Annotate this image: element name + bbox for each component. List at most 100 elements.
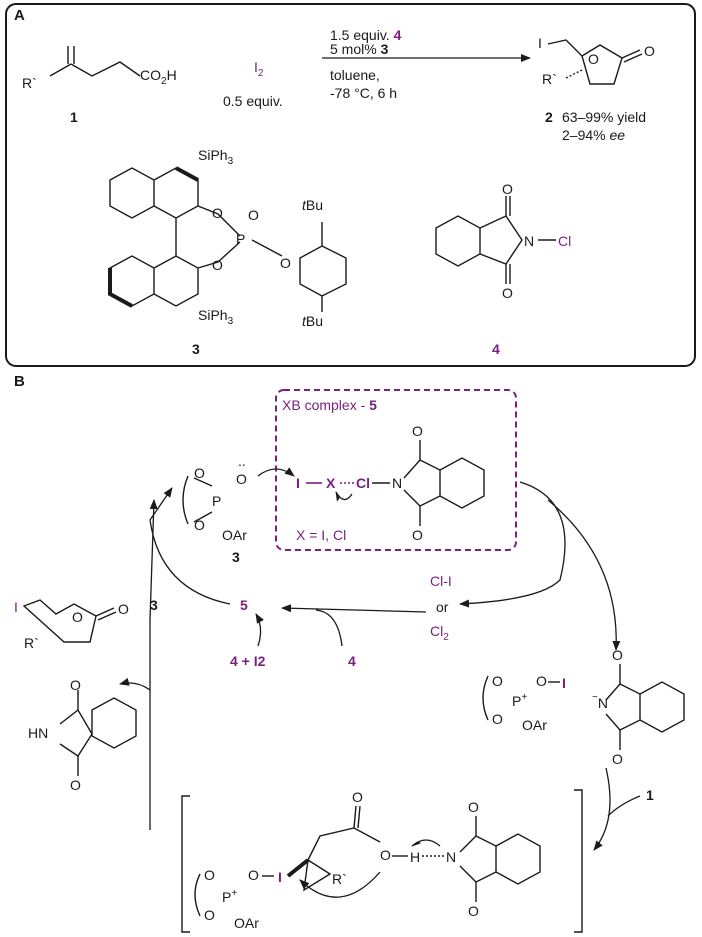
substrate-number: 1 [70, 109, 78, 125]
cat-tbu-bottom: tBu [302, 313, 323, 329]
cycle-cat-number: 3 [232, 549, 240, 565]
substrate-in-label: 1 [646, 787, 654, 803]
substrate-1-structure: R` CO2H 1 [22, 46, 177, 125]
condition-line2: 5 mol% 3 [330, 41, 389, 57]
ion-oxygen-bottom: O [612, 751, 623, 767]
xb-complex-box [275, 389, 517, 551]
phth-nh: HN [28, 725, 48, 741]
phos-p: P [212, 493, 221, 509]
phth-oxygen-top: O [70, 677, 81, 693]
chain-x: X [326, 475, 336, 491]
product-ee: 2–94% ee [562, 127, 625, 143]
cat-si-top: SiPh3 [198, 147, 234, 167]
tc-hydrogen: H [410, 849, 420, 865]
panel-a-label: A [14, 7, 25, 24]
cycle-product-ring-o: O [72, 609, 83, 625]
arrow-release-product [119, 677, 151, 691]
ion-o3: O [536, 673, 547, 689]
cat-ether-oxygen: O [280, 255, 291, 271]
condition-temp-time: -78 °C, 6 h [330, 85, 397, 101]
phos-o-top: O [236, 471, 247, 487]
product-2-structure: I O O R` 2 63–99% yield 2–94% ee [538, 35, 655, 143]
tc-p: P+ [222, 888, 237, 905]
ion-iodine: I [562, 675, 566, 691]
arrow-substrate-in [607, 795, 641, 817]
cycle-product-r: R` [24, 635, 39, 651]
cycle-reagents-label: 4 + I2 [230, 653, 266, 669]
tc-hydroxyl-o: O [380, 847, 391, 863]
arrow-to-iodophosphate [547, 499, 621, 651]
arrow-to-complex [593, 767, 611, 851]
arrow-regenerate-3 [149, 499, 158, 830]
iodophosphate-ion-pair: O O P+ O I OAr −N O O [482, 647, 685, 767]
arrow-from-4-i2 [255, 613, 264, 647]
cat-phosphorus: P [236, 231, 245, 247]
tc-nitrogen: N [446, 849, 456, 865]
product-r-group: R` [542, 71, 557, 87]
tc-iodine: I [278, 869, 282, 885]
tc-carbonyl-o: O [352, 789, 363, 805]
byproduct-clI: Cl-I [430, 573, 452, 589]
product-number: 2 [545, 109, 553, 125]
ion-o1: O [492, 673, 503, 689]
tc-imide-o-top: O [468, 799, 479, 815]
phos-o1: O [194, 465, 205, 481]
tc-imide-o-bottom: O [468, 903, 479, 919]
chain-chlorine: Cl [356, 475, 370, 491]
nchloro-oxygen-top: O [502, 181, 513, 197]
nchloro-oxygen-bottom: O [502, 285, 513, 301]
cycle-catalyst-label: 3 [150, 597, 158, 613]
ion-nitrogen: −N [592, 692, 608, 711]
tc-r-group: R` [332, 871, 347, 887]
nchloro-nitrogen: N [524, 233, 534, 249]
cat-oxygen-1: O [212, 205, 223, 221]
cat-oxo: O [248, 207, 259, 223]
catalyst-3-structure: O O P O O tBu tBu SiPh3 SiPh3 3 [108, 147, 347, 357]
panel-b: B XB complex - 5 O O P O .. OAr 3 I X Cl… [14, 373, 685, 933]
tc-o3: O [248, 867, 259, 883]
xb-oxygen-top: O [412, 423, 423, 439]
ion-oxygen-top: O [612, 647, 623, 663]
ion-oar: OAr [522, 717, 547, 733]
nchloro-cl: Cl [558, 233, 571, 249]
ring-oxygen: O [588, 51, 599, 67]
iodine-equiv: 0.5 equiv. [223, 93, 283, 109]
catalyst-number: 3 [192, 341, 200, 357]
byproduct-or: or [436, 599, 449, 615]
panel-a-frame [5, 3, 696, 367]
panel-a: A R` CO2H 1 I2 0.5 equiv. 1.5 equiv. 4 5… [5, 3, 696, 367]
phthalimide-structure: O O HN [28, 677, 137, 793]
x-note: X = I, Cl [296, 527, 346, 543]
cycle-product-iodo: I [14, 599, 18, 615]
xb-box-title: XB complex - 5 [282, 397, 377, 413]
phos-oar: OAr [222, 527, 247, 543]
cycle-product-carbonyl-o: O [118, 601, 129, 617]
cycle-catalyst-phosphate: O O P O .. OAr 3 [182, 453, 295, 565]
phos-o2: O [194, 517, 205, 533]
cycle-reagent4-label: 4 [348, 653, 356, 669]
xb-chain: I X Cl N O O X = I, Cl [296, 423, 485, 543]
condition-solvent: toluene, [330, 67, 380, 83]
product-iodo: I [538, 35, 542, 51]
tc-o1: O [204, 867, 215, 883]
arrow-from-4 [315, 609, 343, 647]
cat-tbu-top: tBu [302, 197, 323, 213]
cycle-product-lactone: I O O R` [14, 599, 129, 651]
condition-line1: 1.5 equiv. 4 [330, 27, 402, 43]
ion-p: P+ [512, 692, 527, 709]
transition-complex: O O P+ O I OAr R` O O H N O O [181, 789, 583, 933]
xb-oxygen-bottom: O [412, 527, 423, 543]
carbonyl-oxygen: O [644, 43, 655, 59]
phos-lone-pair: .. [238, 453, 246, 469]
phth-oxygen-bottom: O [70, 777, 81, 793]
panel-b-label: B [14, 373, 25, 390]
arrow-5-to-cat [149, 487, 231, 605]
product-yield: 63–99% yield [562, 109, 646, 125]
cycle-complex-label: 5 [240, 597, 248, 613]
tc-o2: O [204, 907, 215, 923]
iodine-reagent: I2 [254, 59, 264, 79]
cat-si-bottom: SiPh3 [198, 307, 234, 327]
nchloro-number: 4 [492, 341, 500, 357]
arrow-to-5 [281, 604, 427, 613]
